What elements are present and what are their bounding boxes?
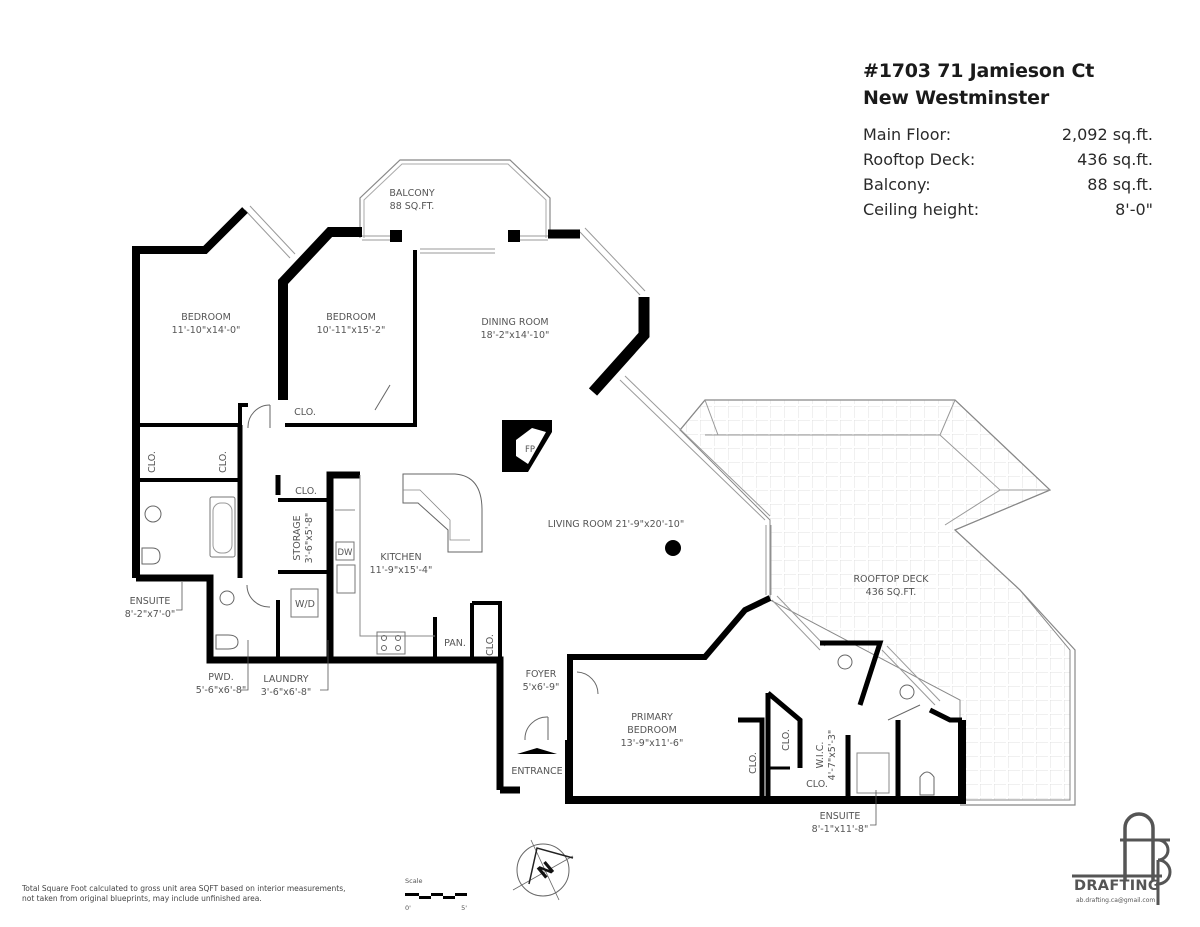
powder-room-size: 5'-6"x6'-8"	[196, 685, 247, 696]
stove	[376, 631, 406, 655]
primary-bedroom-size: 13'-9"x11'-6"	[621, 738, 684, 749]
area-row-balcony: Balcony: 88 sq.ft.	[863, 172, 1153, 197]
closet-label: CLO.	[748, 752, 759, 774]
sink	[219, 590, 235, 606]
address-line2: New Westminster	[863, 87, 1049, 109]
primary-bedroom-label-line1: PRIMARY	[631, 712, 673, 723]
washer-dryer-label: W/D	[295, 599, 315, 610]
balcony-size: 88 SQ.FT.	[390, 201, 435, 212]
closet-label: CLO.	[485, 634, 496, 656]
ab-drafting-logo: DRAFTING ab.drafting.ca@gmail.com	[1070, 810, 1195, 910]
bathtub	[209, 496, 236, 558]
logo-email: ab.drafting.ca@gmail.com	[1076, 897, 1156, 904]
area-value: 88 sq.ft.	[1087, 175, 1153, 194]
scale-label: Scale	[405, 877, 423, 885]
disclaimer: Total Square Foot calculated to gross un…	[22, 884, 346, 904]
ensuite1-label: ENSUITE	[130, 596, 171, 607]
area-value: 436 sq.ft.	[1077, 150, 1153, 169]
fireplace-label: FP	[525, 445, 535, 455]
disclaimer-line1: Total Square Foot calculated to gross un…	[22, 884, 346, 893]
living-room-label: LIVING ROOM 21'-9"x20'-10"	[548, 519, 684, 530]
ensuite2-size: 8'-1"x11'-8"	[812, 824, 869, 835]
kitchen-size: 11'-9"x15'-4"	[370, 565, 433, 576]
wic-size: 4'-7"x5'-3"	[827, 730, 838, 781]
room-labels: BALCONY 88 SQ.FT. BEDROOM 11'-10"x14'-0"…	[125, 188, 930, 835]
north-compass-icon: N	[512, 839, 574, 901]
scale-start: 0'	[405, 904, 411, 912]
wic-label: W.I.C.	[815, 742, 826, 769]
storage-size: 3'-6"x5'-8"	[304, 513, 315, 564]
dishwasher	[335, 541, 355, 561]
scale-bar: Scale 0' 5'	[405, 877, 469, 912]
foyer-label: FOYER	[526, 669, 557, 680]
balcony	[359, 159, 551, 238]
entrance-label: ENTRANCE	[511, 766, 562, 777]
compass-north-letter: N	[534, 858, 559, 884]
area-label: Main Floor:	[863, 125, 952, 144]
pantry-label: PAN.	[444, 638, 466, 649]
scale-bar-graphic	[405, 893, 467, 899]
toilet	[141, 547, 161, 565]
disclaimer-line2: not taken from original blueprints, may …	[22, 894, 262, 903]
toilet	[919, 771, 935, 796]
area-label: Ceiling height:	[863, 200, 980, 219]
area-row-main-floor: Main Floor: 2,092 sq.ft.	[863, 122, 1153, 147]
foyer-size: 5'x6'-9"	[523, 682, 560, 693]
bedroom1-label: BEDROOM	[181, 312, 231, 323]
address-line1: #1703 71 Jamieson Ct	[863, 60, 1095, 82]
rooftop-deck	[679, 399, 1076, 806]
storage-label: STORAGE	[292, 515, 303, 560]
ab-logo-mark-icon	[1072, 812, 1172, 905]
kitchen-island	[402, 473, 483, 553]
area-value: 2,092 sq.ft.	[1061, 125, 1153, 144]
sink	[837, 654, 853, 670]
doors	[246, 384, 921, 741]
primary-bedroom-label-line2: BEDROOM	[627, 725, 677, 736]
area-label: Rooftop Deck:	[863, 150, 976, 169]
area-label: Balcony:	[863, 175, 931, 194]
ensuite2-label: ENSUITE	[820, 811, 861, 822]
area-row-ceiling-height: Ceiling height: 8'-0"	[863, 197, 1153, 222]
laundry-label: LAUNDRY	[263, 674, 308, 685]
bedroom2-label: BEDROOM	[326, 312, 376, 323]
toilet	[215, 634, 239, 650]
kitchen-sink	[336, 564, 356, 594]
area-value: 8'-0"	[1115, 200, 1153, 219]
property-info: #1703 71 Jamieson Ct New Westminster Mai…	[863, 58, 1153, 222]
sink	[144, 505, 162, 523]
area-row-rooftop-deck: Rooftop Deck: 436 sq.ft.	[863, 147, 1153, 172]
bedroom1-size: 11'-10"x14'-0"	[172, 325, 241, 336]
fireplace: FP	[502, 420, 552, 472]
scale-end: 5'	[461, 904, 467, 912]
closet-label: CLO.	[781, 729, 792, 751]
rooftop-deck-size: 436 SQ.FT.	[866, 587, 917, 598]
windows	[244, 205, 941, 706]
closet-label: CLO.	[218, 451, 229, 473]
balcony-label: BALCONY	[389, 188, 435, 199]
entrance-arrow-icon	[517, 748, 557, 754]
closet-label: CLO.	[147, 451, 158, 473]
structural-column	[665, 540, 681, 556]
closet-label: CLO.	[294, 407, 316, 418]
dishwasher-label: DW	[338, 548, 354, 558]
rooftop-deck-label: ROOFTOP DECK	[853, 574, 929, 585]
area-summary: Main Floor: 2,092 sq.ft. Rooftop Deck: 436…	[863, 122, 1153, 222]
closet-label: CLO.	[295, 486, 317, 497]
walls	[132, 207, 966, 804]
ensuite1-size: 8'-2"x7'-0"	[125, 609, 176, 620]
powder-room-label: PWD.	[208, 672, 233, 683]
logo-brand: DRAFTING	[1074, 878, 1161, 894]
shower	[856, 752, 890, 794]
washer-dryer	[290, 588, 319, 618]
closet-label: CLO.	[806, 779, 828, 790]
dining-room-size: 18'-2"x14'-10"	[481, 330, 550, 341]
kitchen-label: KITCHEN	[380, 552, 421, 563]
sink	[899, 684, 915, 700]
dining-room-label: DINING ROOM	[481, 317, 548, 328]
bedroom2-size: 10'-11"x15'-2"	[317, 325, 386, 336]
laundry-size: 3'-6"x6'-8"	[261, 687, 312, 698]
